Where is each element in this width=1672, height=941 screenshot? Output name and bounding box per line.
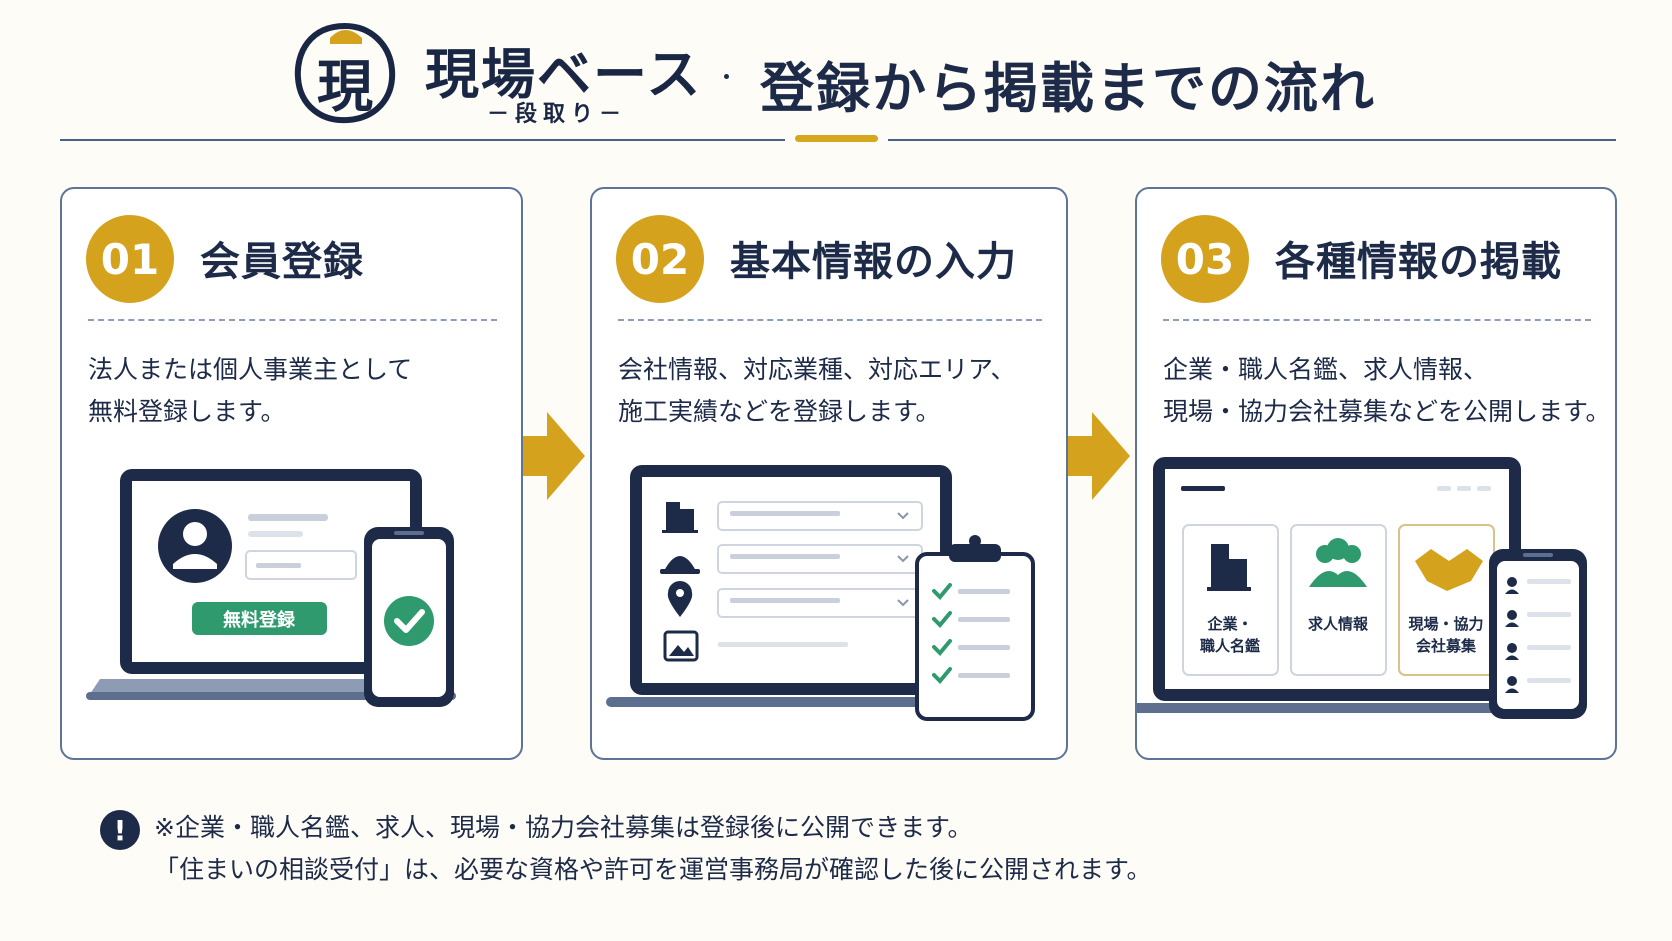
note-line-2: 「住まいの相談受付」は、必要な資格や許可を運営事務局が確認した後に公開されます。 [154, 855, 1152, 884]
handshake-icon [1415, 549, 1483, 591]
step-title: 基本情報の入力 [730, 239, 1017, 285]
step-description: 企業・職人名鑑、求人情報、 現場・協力会社募集などを公開します。 [1163, 355, 1611, 426]
people-icon [1309, 538, 1367, 587]
step-title: 会員登録 [200, 239, 364, 285]
building-icon [1207, 544, 1251, 591]
step-title: 各種情報の掲載 [1275, 239, 1562, 285]
map-pin-icon [667, 581, 693, 617]
divider [1163, 319, 1591, 321]
header-rule-left [60, 139, 785, 141]
smartphone-icon [1489, 549, 1587, 719]
exclamation-icon: ! [100, 810, 140, 850]
svg-text:会社募集: 会社募集 [1416, 637, 1477, 655]
publishing-illustration: 企業・ 職人名鑑 求人情報 現場・協力 会社募集 [1137, 457, 1587, 719]
arrow-right-icon [523, 412, 585, 500]
logo-name: 現場ベース [425, 42, 703, 106]
step-number-badge: 02 [616, 215, 704, 303]
arrow-right-icon [1068, 412, 1130, 500]
header-rule-right [888, 139, 1616, 141]
check-circle-icon [384, 596, 434, 646]
building-icon [662, 502, 698, 533]
registration-illustration: 無料登録 [86, 469, 456, 707]
svg-text:無料登録: 無料登録 [223, 609, 296, 631]
step-description: 法人または個人事業主として 無料登録します。 [88, 355, 413, 426]
step-number-badge: 01 [86, 215, 174, 303]
note-line-1: ※企業・職人名鑑、求人、現場・協力会社募集は登録後に公開できます。 [154, 813, 973, 842]
svg-text:職人名鑑: 職人名鑑 [1200, 637, 1260, 655]
step-card-3: 03 各種情報の掲載 企業・職人名鑑、求人情報、 現場・協力会社募集などを公開し… [1135, 187, 1617, 760]
checklist-icon [932, 583, 952, 684]
clipboard-icon [915, 535, 1035, 721]
step-number-badge: 03 [1161, 215, 1249, 303]
directory-tile: 企業・ 職人名鑑 [1182, 524, 1279, 676]
divider [88, 319, 497, 321]
svg-text:求人情報: 求人情報 [1308, 615, 1369, 633]
step-card-1: 01 会員登録 法人または個人事業主として 無料登録します。 無料登録 [60, 187, 523, 760]
image-icon [663, 630, 699, 662]
hard-hat-icon [660, 556, 700, 574]
profile-list [1505, 577, 1519, 693]
free-register-button: 無料登録 [192, 602, 327, 635]
step-description: 会社情報、対応業種、対応エリア、 施工実績などを登録します。 [618, 355, 1016, 426]
logo-subtitle: －段取り－ [487, 101, 628, 127]
divider [618, 319, 1042, 321]
title-separator-dot [724, 74, 729, 79]
page-title: 登録から掲載までの流れ [760, 57, 1376, 120]
header-rule-accent [795, 135, 878, 142]
step-card-2: 02 基本情報の入力 会社情報、対応業種、対応エリア、 施工実績などを登録します… [590, 187, 1068, 760]
helmet-icon [330, 30, 362, 44]
svg-text:現場・協力: 現場・協力 [1408, 615, 1483, 633]
user-avatar-icon [158, 509, 232, 583]
logo-mark: 現 [294, 22, 396, 124]
svg-text:企業・: 企業・ [1206, 615, 1252, 633]
svg-text:現: 現 [317, 54, 373, 120]
job-listing-tile: 求人情報 [1290, 524, 1387, 676]
profile-form-illustration [606, 465, 1035, 721]
partner-recruit-tile: 現場・協力 会社募集 [1398, 524, 1495, 676]
